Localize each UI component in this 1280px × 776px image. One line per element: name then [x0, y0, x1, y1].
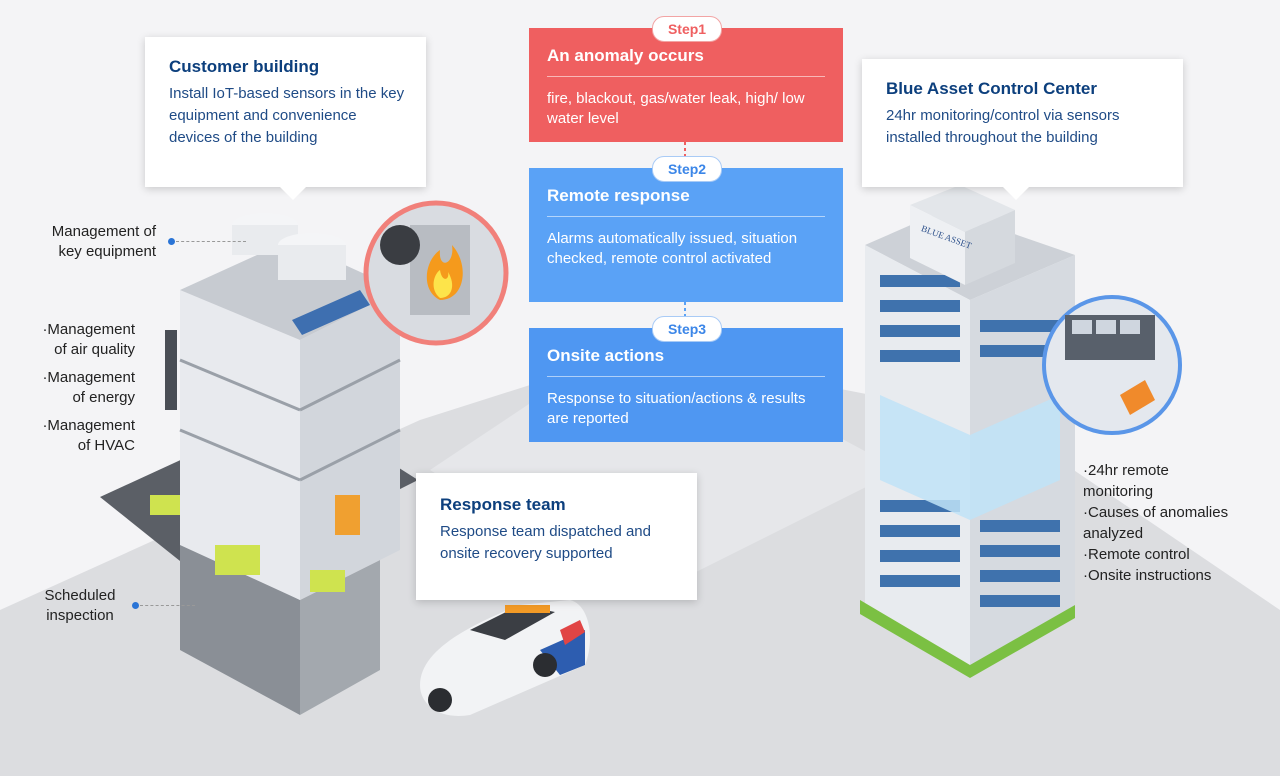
customer-building-illustration	[100, 213, 418, 715]
step3-text: Response to situation/actions & results …	[547, 390, 806, 427]
key-equipment-dot	[168, 238, 175, 245]
response-team-title: Response team	[440, 495, 566, 514]
label-key-equipment: Management of key equipment	[51, 223, 156, 260]
control-center-callout: Blue Asset Control Center 24hr monitorin…	[862, 59, 1183, 200]
control-center-features: ·24hr remote monitoring ·Causes of anoma…	[1083, 462, 1229, 584]
step2-badge: Step2	[652, 156, 722, 182]
step1-title: An anomaly occurs	[547, 46, 825, 77]
step2-text: Alarms automatically issued, situation c…	[547, 230, 798, 267]
step1-badge: Step1	[652, 16, 722, 42]
label-scheduled-inspection: Scheduled inspection	[44, 587, 116, 624]
key-equipment-leader	[176, 241, 246, 242]
step3-title: Onsite actions	[547, 346, 825, 377]
step3-badge: Step3	[652, 316, 722, 342]
response-team-callout: Response team Response team dispatched a…	[416, 473, 697, 600]
label-hvac: ·Management of HVAC	[42, 417, 135, 454]
label-energy: ·Management of energy	[42, 369, 135, 406]
step2-title: Remote response	[547, 186, 825, 217]
customer-building-title: Customer building	[169, 57, 320, 76]
inspection-leader	[140, 605, 195, 606]
inspection-dot	[132, 602, 139, 609]
control-center-text: 24hr monitoring/control via sensors inst…	[886, 107, 1120, 146]
customer-building-callout: Customer building Install IoT-based sens…	[145, 37, 426, 200]
response-team-text: Response team dispatched and onsite reco…	[440, 523, 651, 562]
control-center-tower-illustration	[860, 185, 1075, 678]
label-air-quality: ·Management of air quality	[42, 321, 135, 358]
control-center-title: Blue Asset Control Center	[886, 79, 1097, 98]
step1-text: fire, blackout, gas/water leak, high/ lo…	[547, 90, 805, 127]
customer-building-text: Install IoT-based sensors in the key equ…	[169, 85, 405, 146]
step3-box: Onsite actions Response to situation/act…	[529, 328, 843, 442]
response-car-illustration	[420, 600, 590, 716]
step1-box: An anomaly occurs fire, blackout, gas/wa…	[529, 28, 843, 142]
step2-box: Remote response Alarms automatically iss…	[529, 168, 843, 302]
